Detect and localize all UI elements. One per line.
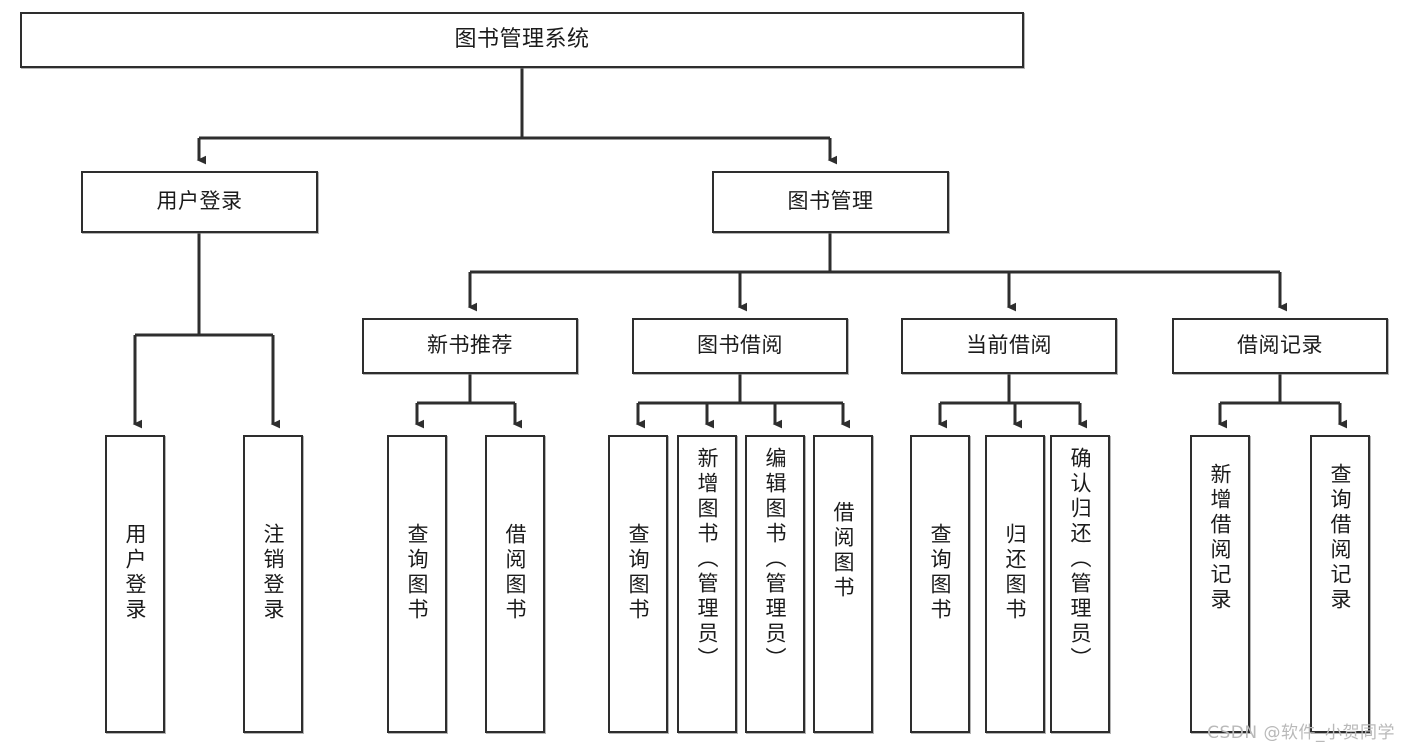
node-leaf-query-book-3-label: 查询图书 bbox=[928, 523, 953, 623]
node-borrow-record[interactable]: 借阅记录 bbox=[1172, 318, 1388, 374]
node-leaf-add-record-label: 新增借阅记录 bbox=[1208, 463, 1233, 613]
node-user-login-label: 用户登录 bbox=[156, 189, 243, 214]
edge-bookborrow-to-leaves bbox=[635, 374, 851, 429]
node-leaf-user-login-label: 用户登录 bbox=[123, 523, 148, 623]
node-leaf-borrow-book-1[interactable]: 借阅图书 bbox=[485, 435, 545, 733]
edge-root-to-level2 bbox=[196, 68, 838, 165]
node-leaf-add-book-label: 新增图书（管理员） bbox=[695, 447, 720, 672]
node-leaf-query-book-1-label: 查询图书 bbox=[405, 523, 430, 623]
node-leaf-borrow-book-1-label: 借阅图书 bbox=[503, 523, 528, 623]
node-leaf-return-book-label: 归还图书 bbox=[1003, 523, 1028, 623]
node-leaf-user-login[interactable]: 用户登录 bbox=[105, 435, 165, 733]
node-leaf-edit-book[interactable]: 编辑图书（管理员） bbox=[745, 435, 805, 733]
node-current-borrow-label: 当前借阅 bbox=[966, 333, 1052, 358]
edge-newbookrec-to-leaves bbox=[414, 374, 523, 429]
node-leaf-query-book-1[interactable]: 查询图书 bbox=[387, 435, 447, 733]
edge-borrowrecord-to-leaves bbox=[1217, 374, 1348, 429]
node-leaf-edit-book-label: 编辑图书（管理员） bbox=[763, 447, 788, 672]
node-new-book-rec-label: 新书推荐 bbox=[427, 333, 513, 358]
node-book-manage-label: 图书管理 bbox=[787, 189, 874, 214]
node-leaf-confirm-return[interactable]: 确认归还（管理员） bbox=[1050, 435, 1110, 733]
node-leaf-return-book[interactable]: 归还图书 bbox=[985, 435, 1045, 733]
node-leaf-query-book-2[interactable]: 查询图书 bbox=[608, 435, 668, 733]
node-current-borrow[interactable]: 当前借阅 bbox=[901, 318, 1117, 374]
csdn-watermark: CSDN @软件_小贺同学 bbox=[1207, 723, 1395, 743]
node-leaf-add-book[interactable]: 新增图书（管理员） bbox=[677, 435, 737, 733]
node-leaf-query-record-label: 查询借阅记录 bbox=[1328, 463, 1353, 613]
node-leaf-query-book-2-label: 查询图书 bbox=[626, 523, 651, 623]
node-root-label: 图书管理系统 bbox=[454, 26, 590, 52]
node-leaf-logout-label: 注销登录 bbox=[261, 523, 286, 623]
node-book-manage[interactable]: 图书管理 bbox=[712, 171, 949, 233]
edge-currentborrow-to-leaves bbox=[937, 374, 1088, 429]
node-leaf-add-record[interactable]: 新增借阅记录 bbox=[1190, 435, 1250, 733]
node-leaf-borrow-book-2[interactable]: 借阅图书 bbox=[813, 435, 873, 733]
node-leaf-query-record[interactable]: 查询借阅记录 bbox=[1310, 435, 1370, 733]
edge-bookmanage-to-level3 bbox=[467, 233, 1288, 312]
node-leaf-confirm-return-label: 确认归还（管理员） bbox=[1068, 447, 1093, 672]
node-user-login[interactable]: 用户登录 bbox=[81, 171, 318, 233]
node-book-borrow-label: 图书借阅 bbox=[697, 333, 783, 358]
edge-userlogin-to-leaves bbox=[132, 233, 281, 429]
node-leaf-logout[interactable]: 注销登录 bbox=[243, 435, 303, 733]
node-leaf-query-book-3[interactable]: 查询图书 bbox=[910, 435, 970, 733]
node-root[interactable]: 图书管理系统 bbox=[20, 12, 1024, 68]
node-borrow-record-label: 借阅记录 bbox=[1237, 333, 1323, 358]
node-leaf-borrow-book-2-label: 借阅图书 bbox=[831, 501, 856, 601]
node-book-borrow[interactable]: 图书借阅 bbox=[632, 318, 848, 374]
node-new-book-rec[interactable]: 新书推荐 bbox=[362, 318, 578, 374]
